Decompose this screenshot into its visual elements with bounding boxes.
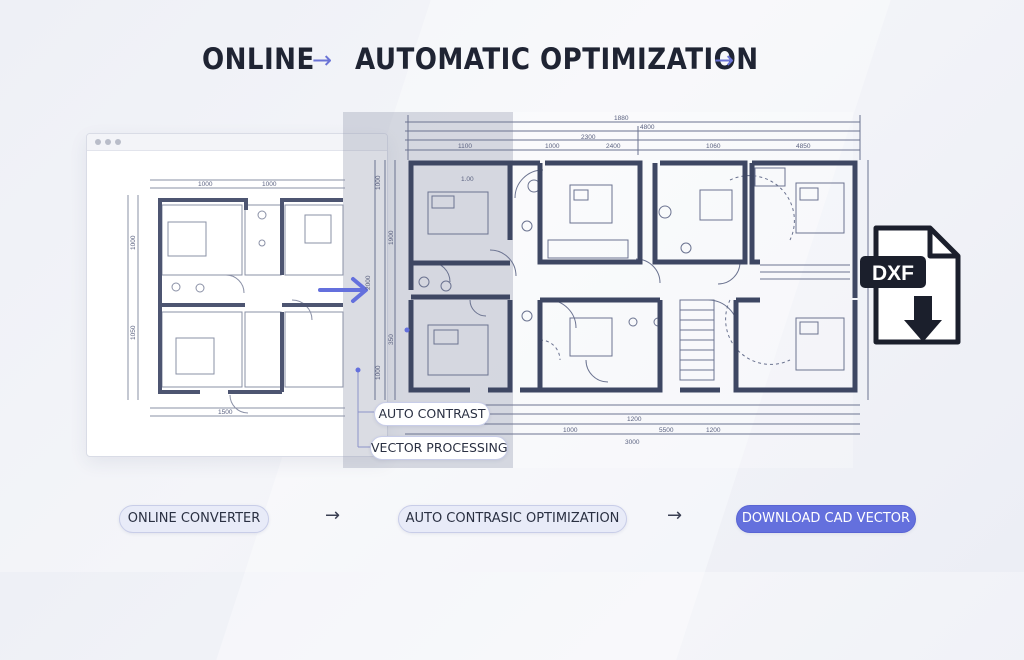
dim-left-e: 1000 <box>375 365 382 380</box>
headline-online: ONLINE <box>202 42 315 76</box>
download-arrow-icon <box>904 296 942 342</box>
step-auto-contrast-optimization[interactable]: AUTO CONTRASIC OPTIMIZATION <box>398 505 627 533</box>
headline: ONLINE → AUTOMATIC OPTIMIZATION → <box>0 42 1024 82</box>
dim-bottom-e: 1200 <box>706 427 721 434</box>
dim-top-c: 1100 <box>458 143 472 150</box>
headline-arrow-1: → <box>312 46 333 74</box>
dim-top-b: 1000 <box>545 143 560 150</box>
dim-small-a: 1000 <box>198 181 213 188</box>
vector-floor-plan-walls <box>408 160 858 393</box>
browser-window <box>86 133 388 457</box>
browser-titlebar <box>87 134 387 151</box>
dim-small-c: 1500 <box>218 409 233 416</box>
headline-automatic-optimization: AUTOMATIC OPTIMIZATION <box>355 42 759 76</box>
dim-room-label: 1.00 <box>461 176 474 183</box>
vector-processing-callout: VECTOR PROCESSING <box>370 436 508 460</box>
window-dot-icon <box>105 139 111 145</box>
step-online-converter[interactable]: ONLINE CONVERTER <box>119 505 269 533</box>
callout-point-icon <box>355 367 361 373</box>
dim-top-a: 2300 <box>581 134 596 141</box>
dim-top-mid: 4800 <box>640 124 655 131</box>
dim-bottom-b: 1200 <box>627 416 642 423</box>
dim-bottom-c: 5500 <box>659 427 674 434</box>
dim-top-e: 1060 <box>706 143 721 150</box>
dim-bottom-d: 1000 <box>563 427 578 434</box>
dim-top-f: 4850 <box>796 143 811 150</box>
dim-small-d: 1000 <box>130 235 137 250</box>
window-dot-icon <box>95 139 101 145</box>
dim-top-d: 2400 <box>606 143 621 150</box>
callout-connector <box>357 372 374 448</box>
dim-small-b: 1000 <box>262 181 277 188</box>
dim-left-a: 1000 <box>375 175 382 190</box>
dim-small-e: 1050 <box>130 325 137 340</box>
dxf-label: DXF <box>872 262 914 285</box>
auto-contrast-callout: AUTO CONTRAST <box>374 402 490 426</box>
convert-arrow-icon <box>318 277 368 303</box>
download-cad-vector-button[interactable]: DOWNLOAD CAD VECTOR <box>736 505 916 533</box>
dimension-labels: 1880 4800 2300 1000 1100 2400 1060 4850 … <box>130 115 811 446</box>
source-walls <box>158 198 343 394</box>
dim-bottom-f: 3000 <box>625 439 640 446</box>
flow-arrow-icon: → <box>667 505 683 526</box>
flow-arrow-icon: → <box>325 505 341 526</box>
vector-overlay-band <box>513 112 853 468</box>
window-dot-icon <box>115 139 121 145</box>
dim-left-b: 1900 <box>388 230 395 245</box>
callout-point-icon <box>404 327 410 333</box>
floor-plan-drawing: 1880 4800 2300 1000 1100 2400 1060 4850 … <box>127 115 869 448</box>
dim-top-outer: 1880 <box>614 115 629 122</box>
dim-left-c: 2000 <box>365 275 372 290</box>
dxf-file-icon: DXF <box>860 224 964 348</box>
headline-arrow-2: → <box>714 46 735 74</box>
dim-left-d: 350 <box>388 334 395 345</box>
